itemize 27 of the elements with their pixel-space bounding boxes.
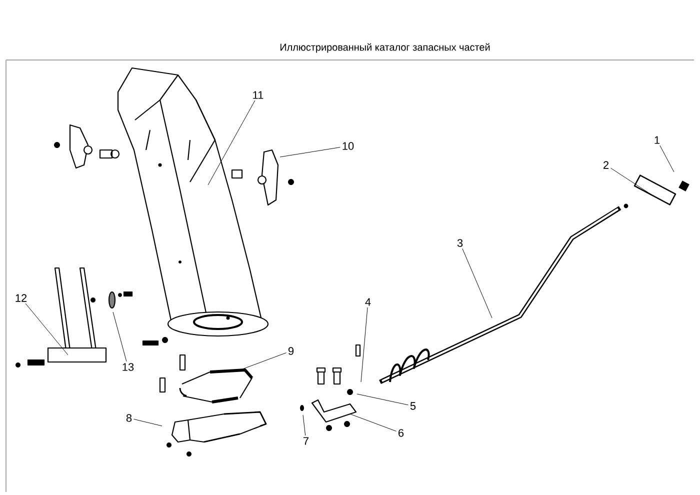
- callout-number: 11: [253, 91, 264, 99]
- leader-line: [25, 303, 68, 356]
- leader-line: [240, 352, 287, 370]
- leader-line: [280, 147, 340, 158]
- callout-number: 1: [654, 136, 660, 144]
- callout-number: 12: [16, 294, 27, 302]
- callout-number: 3: [457, 239, 463, 247]
- leader-line: [356, 394, 408, 406]
- callout-number: 5: [410, 402, 416, 410]
- callout-number: 10: [342, 142, 354, 150]
- leader-line: [462, 248, 492, 318]
- leader-line: [610, 168, 652, 196]
- callout-number: 7: [304, 437, 308, 445]
- leader-line: [302, 414, 306, 436]
- catalog-title: Иллюстрированный каталог запасных частей: [280, 43, 490, 53]
- leader-line: [350, 414, 396, 432]
- callout-number: 8: [126, 414, 132, 422]
- callout-number: 2: [604, 161, 608, 169]
- callout-number: 6: [398, 429, 404, 437]
- callout-number: 4: [365, 298, 371, 306]
- leader-line: [660, 145, 674, 172]
- leader-line: [360, 307, 368, 382]
- leader-line: [134, 418, 162, 426]
- callout-number: 9: [288, 347, 294, 355]
- leader-line: [112, 312, 127, 362]
- leader-line: [208, 100, 256, 186]
- callout-number: 13: [122, 363, 134, 371]
